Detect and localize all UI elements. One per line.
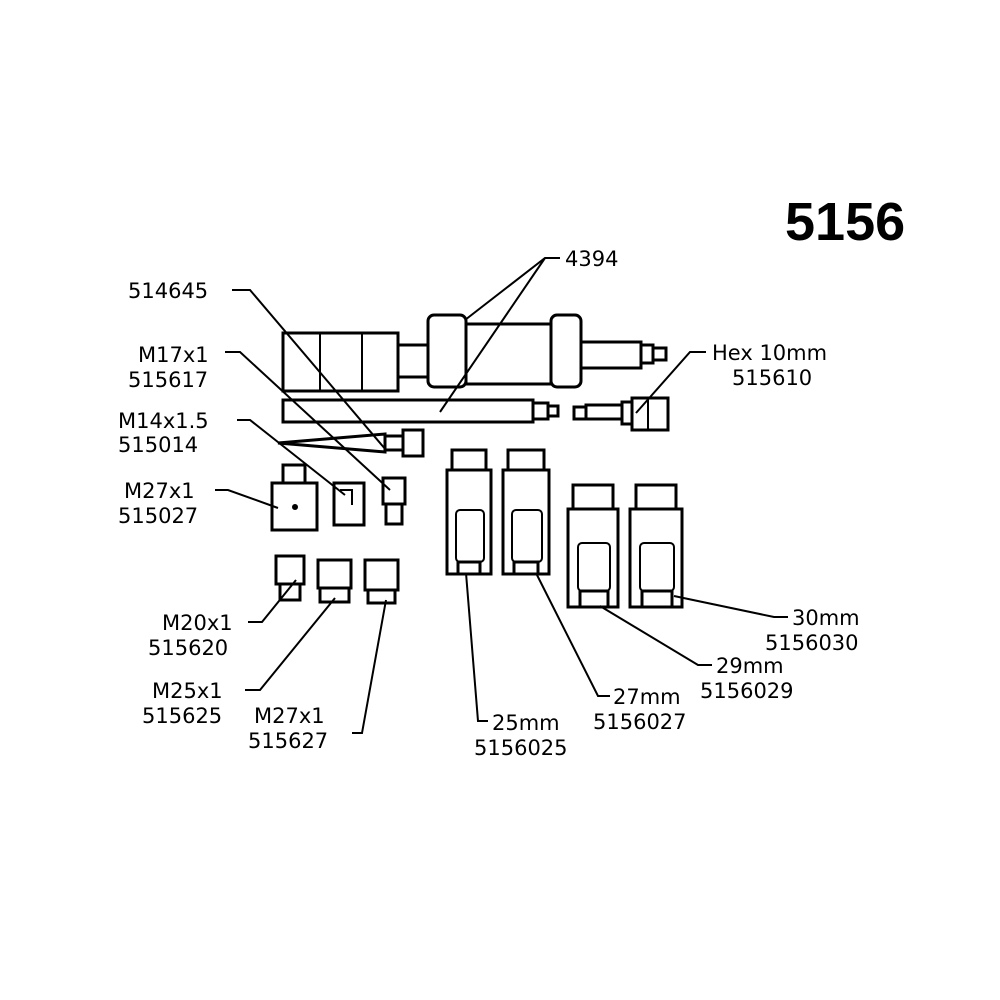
label-29mm-name: 29mm [716, 654, 784, 678]
pointed-pin-part [277, 428, 425, 458]
label-hex-name: Hex 10mm [712, 341, 827, 365]
socket-30mm-part [628, 483, 684, 609]
label-27mm-code: 5156027 [593, 710, 687, 734]
label-27mm-name: 27mm [613, 685, 681, 709]
kit-number-title: 5156 [785, 192, 905, 252]
label-m25-code: 515625 [142, 704, 222, 728]
socket-29mm-part [566, 483, 620, 609]
label-hex-code: 515610 [732, 366, 812, 390]
label-m27b-code: 515627 [248, 729, 328, 753]
hex-10mm-adaptor-part [572, 396, 670, 432]
label-4394: 4394 [565, 247, 618, 271]
label-m17-name: M17x1 [138, 343, 209, 367]
label-25mm-name: 25mm [492, 711, 560, 735]
shaft-bar-part [281, 398, 560, 424]
label-m14-code: 515014 [118, 433, 198, 457]
label-m14-name: M14x1.5 [118, 409, 209, 433]
label-514645: 514645 [128, 279, 208, 303]
m27-adaptor-part [363, 558, 400, 605]
label-m27b-name: M27x1 [254, 704, 325, 728]
m27-block-adaptor-part [270, 463, 319, 532]
label-25mm-code: 5156025 [474, 736, 568, 760]
label-m17-code: 515617 [128, 368, 208, 392]
label-29mm-code: 5156029 [700, 679, 794, 703]
label-m20-code: 515620 [148, 636, 228, 660]
m20-adaptor-part [274, 554, 306, 602]
m25-adaptor-part [316, 558, 353, 604]
label-m27a-code: 515027 [118, 504, 198, 528]
label-m25-name: M25x1 [152, 679, 223, 703]
socket-25mm-part [445, 448, 493, 576]
label-m27a-name: M27x1 [124, 479, 195, 503]
label-m20-name: M20x1 [162, 611, 233, 635]
leader-lines [215, 257, 788, 734]
slide-hammer-part [281, 313, 668, 393]
m17-adaptor-part [381, 476, 407, 526]
socket-27mm-part [501, 448, 551, 576]
label-30mm-code: 5156030 [765, 631, 859, 655]
label-30mm-name: 30mm [792, 606, 860, 630]
